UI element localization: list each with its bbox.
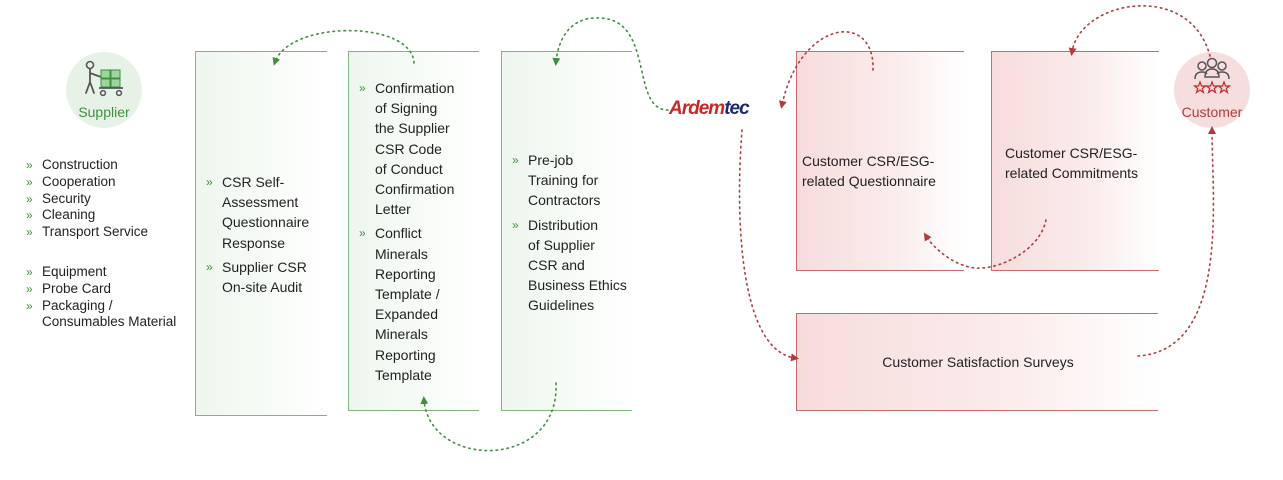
list-item: Supplier CSR On-site Audit xyxy=(206,257,309,297)
list-item: Conflict Minerals Reporting Template / E… xyxy=(359,223,454,385)
supplier-label: Supplier xyxy=(78,104,130,120)
ardentec-logo: Ardemtec xyxy=(669,98,750,119)
supplier-box-training: Pre-job Training for Contractors Distrib… xyxy=(501,51,632,411)
commitments-line-2: related Commitments xyxy=(1005,165,1139,181)
customer-group-stars-icon xyxy=(1192,57,1232,95)
supplier-service-list: Construction Cooperation Security Cleani… xyxy=(26,157,148,241)
customer-commitments-box: Customer CSR/ESG- related Commitments xyxy=(991,51,1159,271)
customer-label: Customer xyxy=(1181,104,1243,120)
arrow-ardentec-to-surveys xyxy=(738,129,799,362)
arrow-ardentec-to-box3 xyxy=(552,17,669,111)
questionnaire-line-2: related Questionnaire xyxy=(802,173,936,189)
customer-node: Customer xyxy=(1174,52,1250,128)
list-item: Equipment xyxy=(26,264,176,281)
list-item: Packaging /Consumables Material xyxy=(26,298,176,332)
list-item: Confirmation of Signing the Supplier CSR… xyxy=(359,78,454,219)
surveys-label: Customer Satisfaction Surveys xyxy=(882,354,1074,370)
supplier-node: Supplier xyxy=(66,52,142,128)
list-item: Probe Card xyxy=(26,281,176,298)
supplier-cart-icon xyxy=(85,60,123,97)
supplier-box-code-of-conduct: Confirmation of Signing the Supplier CSR… xyxy=(348,51,479,411)
list-item: Distribution of Supplier CSR and Busines… xyxy=(512,215,627,316)
arrow-commitments-to-questionnaire xyxy=(923,219,1047,269)
customer-surveys-box: Customer Satisfaction Surveys xyxy=(796,313,1158,411)
supplier-material-list: Equipment Probe Card Packaging /Consumab… xyxy=(26,264,176,331)
list-item: Security xyxy=(26,191,148,208)
list-item: CSR Self- Assessment Questionnaire Respo… xyxy=(206,172,309,253)
arrow-box2-to-box1 xyxy=(272,29,415,66)
arrow-customer-to-commitments xyxy=(1068,5,1211,57)
commitments-line-1: Customer CSR/ESG- xyxy=(1005,145,1138,161)
list-item: Transport Service xyxy=(26,224,148,241)
arrow-surveys-to-customer xyxy=(1137,126,1217,357)
list-item: Cooperation xyxy=(26,174,148,191)
list-item: Cleaning xyxy=(26,207,148,224)
arrow-box3-to-box2 xyxy=(420,382,557,452)
supplier-box-assessment: CSR Self- Assessment Questionnaire Respo… xyxy=(195,51,327,416)
list-item: Construction xyxy=(26,157,148,174)
questionnaire-line-1: Customer CSR/ESG- xyxy=(802,153,935,169)
arrow-questionnaire-to-ardentec xyxy=(778,31,874,109)
list-item: Pre-job Training for Contractors xyxy=(512,150,627,211)
customer-questionnaire-box: Customer CSR/ESG- related Questionnaire xyxy=(796,51,964,271)
